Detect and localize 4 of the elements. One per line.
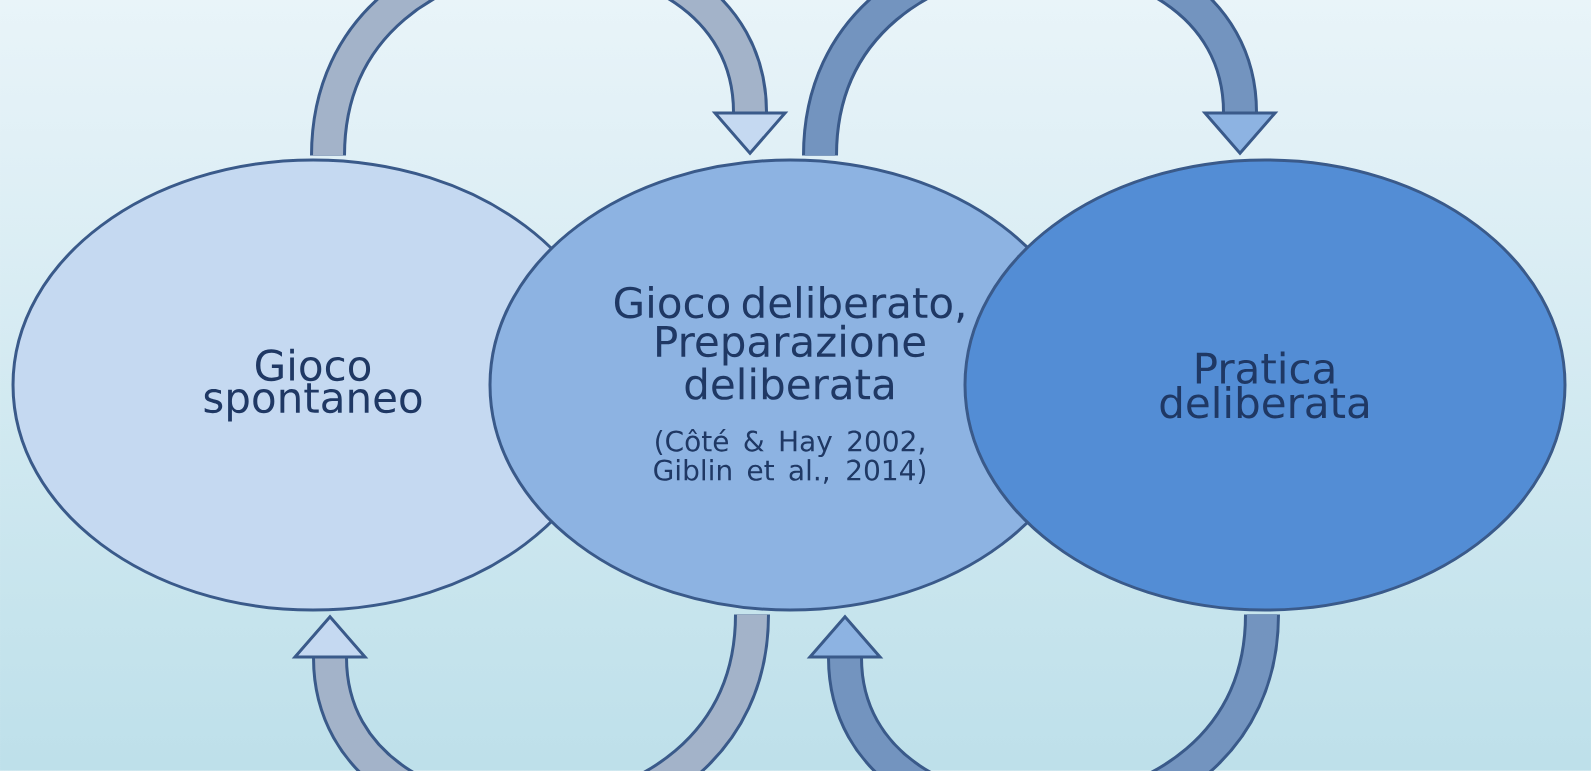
curved-arrow <box>806 612 1280 771</box>
curved-arrow <box>310 0 789 158</box>
curved-arrow <box>802 0 1279 158</box>
curved-arrow <box>291 612 770 771</box>
